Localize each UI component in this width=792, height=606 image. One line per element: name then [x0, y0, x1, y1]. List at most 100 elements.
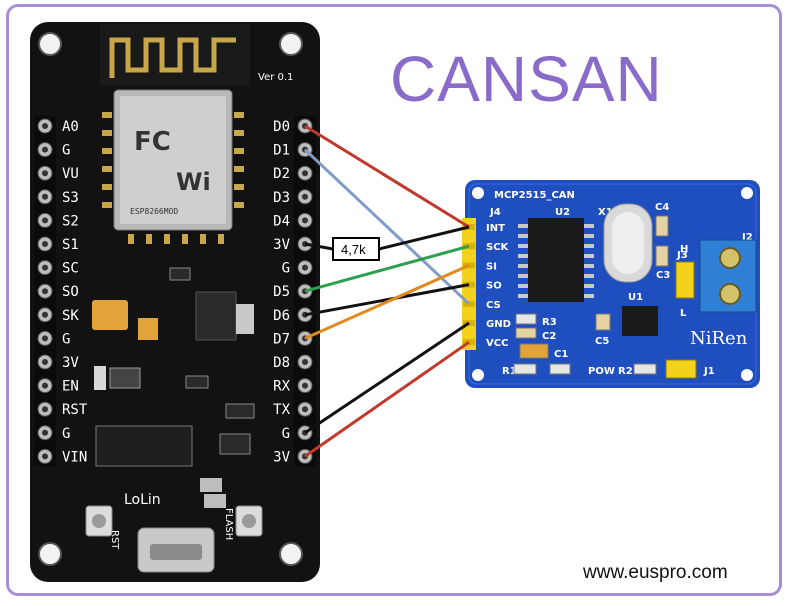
c3-label: C3: [656, 270, 670, 281]
resistor-r1: [513, 363, 537, 375]
capacitor-c2: [515, 327, 537, 339]
left-pin-label: G: [62, 426, 70, 442]
pin-hole: [42, 146, 48, 153]
diagram-frame: [6, 4, 782, 596]
pcb-antenna: [100, 24, 250, 86]
pin-hole: [302, 359, 308, 365]
left-pin-label: S1: [62, 237, 79, 253]
version-label: Ver 0.1: [258, 72, 293, 83]
jumper-j3[interactable]: [675, 261, 695, 299]
wire-d0-int: [304, 124, 470, 229]
rst-button-cap: [92, 514, 106, 528]
pin-hole: [42, 453, 48, 460]
rst-label: RST: [109, 530, 120, 550]
wire-g-gnd: [304, 321, 470, 435]
flash-button-cap: [242, 514, 256, 528]
left-pin-label: S2: [62, 213, 79, 229]
wifi-logo: Wi: [176, 168, 211, 196]
right-pin-label: D7: [273, 331, 290, 347]
c4-label: C4: [655, 202, 669, 213]
left-pin-label: SO: [62, 284, 79, 300]
u2-label: U2: [555, 207, 570, 218]
mount-hole: [38, 32, 62, 56]
pin-hole: [302, 170, 308, 177]
u1-label: U1: [628, 292, 643, 303]
niren-brand: NiRen: [690, 328, 748, 349]
r2-label: R2: [618, 366, 633, 377]
left-pin-label: VU: [62, 166, 79, 182]
c2-label: C2: [542, 331, 556, 342]
left-pin-label: S3: [62, 190, 79, 206]
pin-hole: [42, 382, 48, 389]
right-pin-label: TX: [273, 402, 290, 418]
c5-label: C5: [595, 336, 609, 347]
mcp2515-chip: [518, 218, 594, 302]
mount-hole: [472, 187, 484, 199]
pow-label: POW: [588, 366, 615, 377]
l-label: L: [680, 308, 687, 319]
can-pin-label: GND: [486, 319, 511, 330]
capacitor-c3: [655, 245, 669, 267]
right-pin-label: 3V: [273, 237, 290, 253]
right-pin-label: D8: [273, 355, 290, 371]
left-pin-label: EN: [62, 379, 79, 395]
pin-hole: [42, 311, 48, 318]
j3-label: J3: [676, 250, 688, 261]
left-pin-label: SC: [62, 261, 79, 277]
right-pin-label: G: [282, 426, 290, 442]
can-pin-label: SO: [486, 281, 502, 292]
wire-d7-si: [304, 264, 470, 340]
left-pin-label: G: [62, 331, 70, 347]
left-pin-label: 3V: [62, 355, 79, 371]
board-components: [92, 267, 255, 508]
left-pin-label: SK: [62, 308, 79, 324]
pin-hole: [302, 217, 308, 224]
wire-d1-cs: [303, 148, 471, 305]
pin-hole: [42, 264, 48, 271]
resistor-label: 4,7k: [341, 242, 366, 257]
right-pin-label: D0: [273, 119, 290, 135]
fcc-logo: FC: [134, 127, 171, 157]
pin-hole: [302, 264, 308, 271]
mount-hole: [472, 369, 484, 381]
r3-label: R3: [542, 317, 557, 328]
can-pin-label: SCK: [486, 242, 510, 253]
pin-hole: [42, 217, 48, 224]
left-pin-label: G: [62, 143, 70, 159]
brand-label: LoLin: [124, 492, 161, 508]
pin-hole: [42, 123, 48, 129]
right-pin-label: D1: [273, 143, 290, 159]
diagram-title: CANSAN: [390, 43, 663, 115]
right-pin-label: G: [282, 261, 290, 277]
right-pin-label: D4: [273, 213, 290, 229]
can-board-title: MCP2515_CAN: [494, 190, 575, 201]
right-pin-label: D5: [273, 284, 290, 300]
pin-hole: [302, 406, 308, 413]
screw-terminal-j2[interactable]: [699, 239, 757, 313]
can-pin-label: INT: [486, 223, 505, 234]
pin-hole: [302, 193, 308, 200]
flash-label: FLASH: [223, 508, 234, 540]
website-label: www.euspro.com: [583, 562, 728, 583]
pin-hole: [42, 335, 48, 342]
mount-hole: [741, 187, 753, 199]
mcp2515-can-module: MCP2515_CAN J4 U2 X1 C4 J2 INTSCKSISOCSG…: [462, 180, 760, 388]
c1-label: C1: [554, 349, 568, 360]
wire-d5-sck: [304, 244, 470, 293]
pin-hole: [42, 288, 48, 295]
pullup-resistor: 4,7k: [332, 237, 380, 261]
wire-resistor-int: [378, 225, 470, 251]
j1-label: J1: [703, 366, 715, 377]
jumper-j1[interactable]: [665, 359, 697, 379]
power-led: [549, 363, 571, 375]
wire-group: [303, 124, 471, 458]
j2-label: J2: [741, 232, 753, 243]
x1-label: X1: [598, 207, 613, 218]
left-pin-label: VIN: [62, 449, 87, 465]
can-pin-label: SI: [486, 261, 497, 272]
usb-opening: [150, 544, 202, 560]
capacitor-c1: [519, 343, 549, 359]
right-pin-label: 3V: [273, 449, 290, 465]
pin-hole: [42, 241, 48, 247]
